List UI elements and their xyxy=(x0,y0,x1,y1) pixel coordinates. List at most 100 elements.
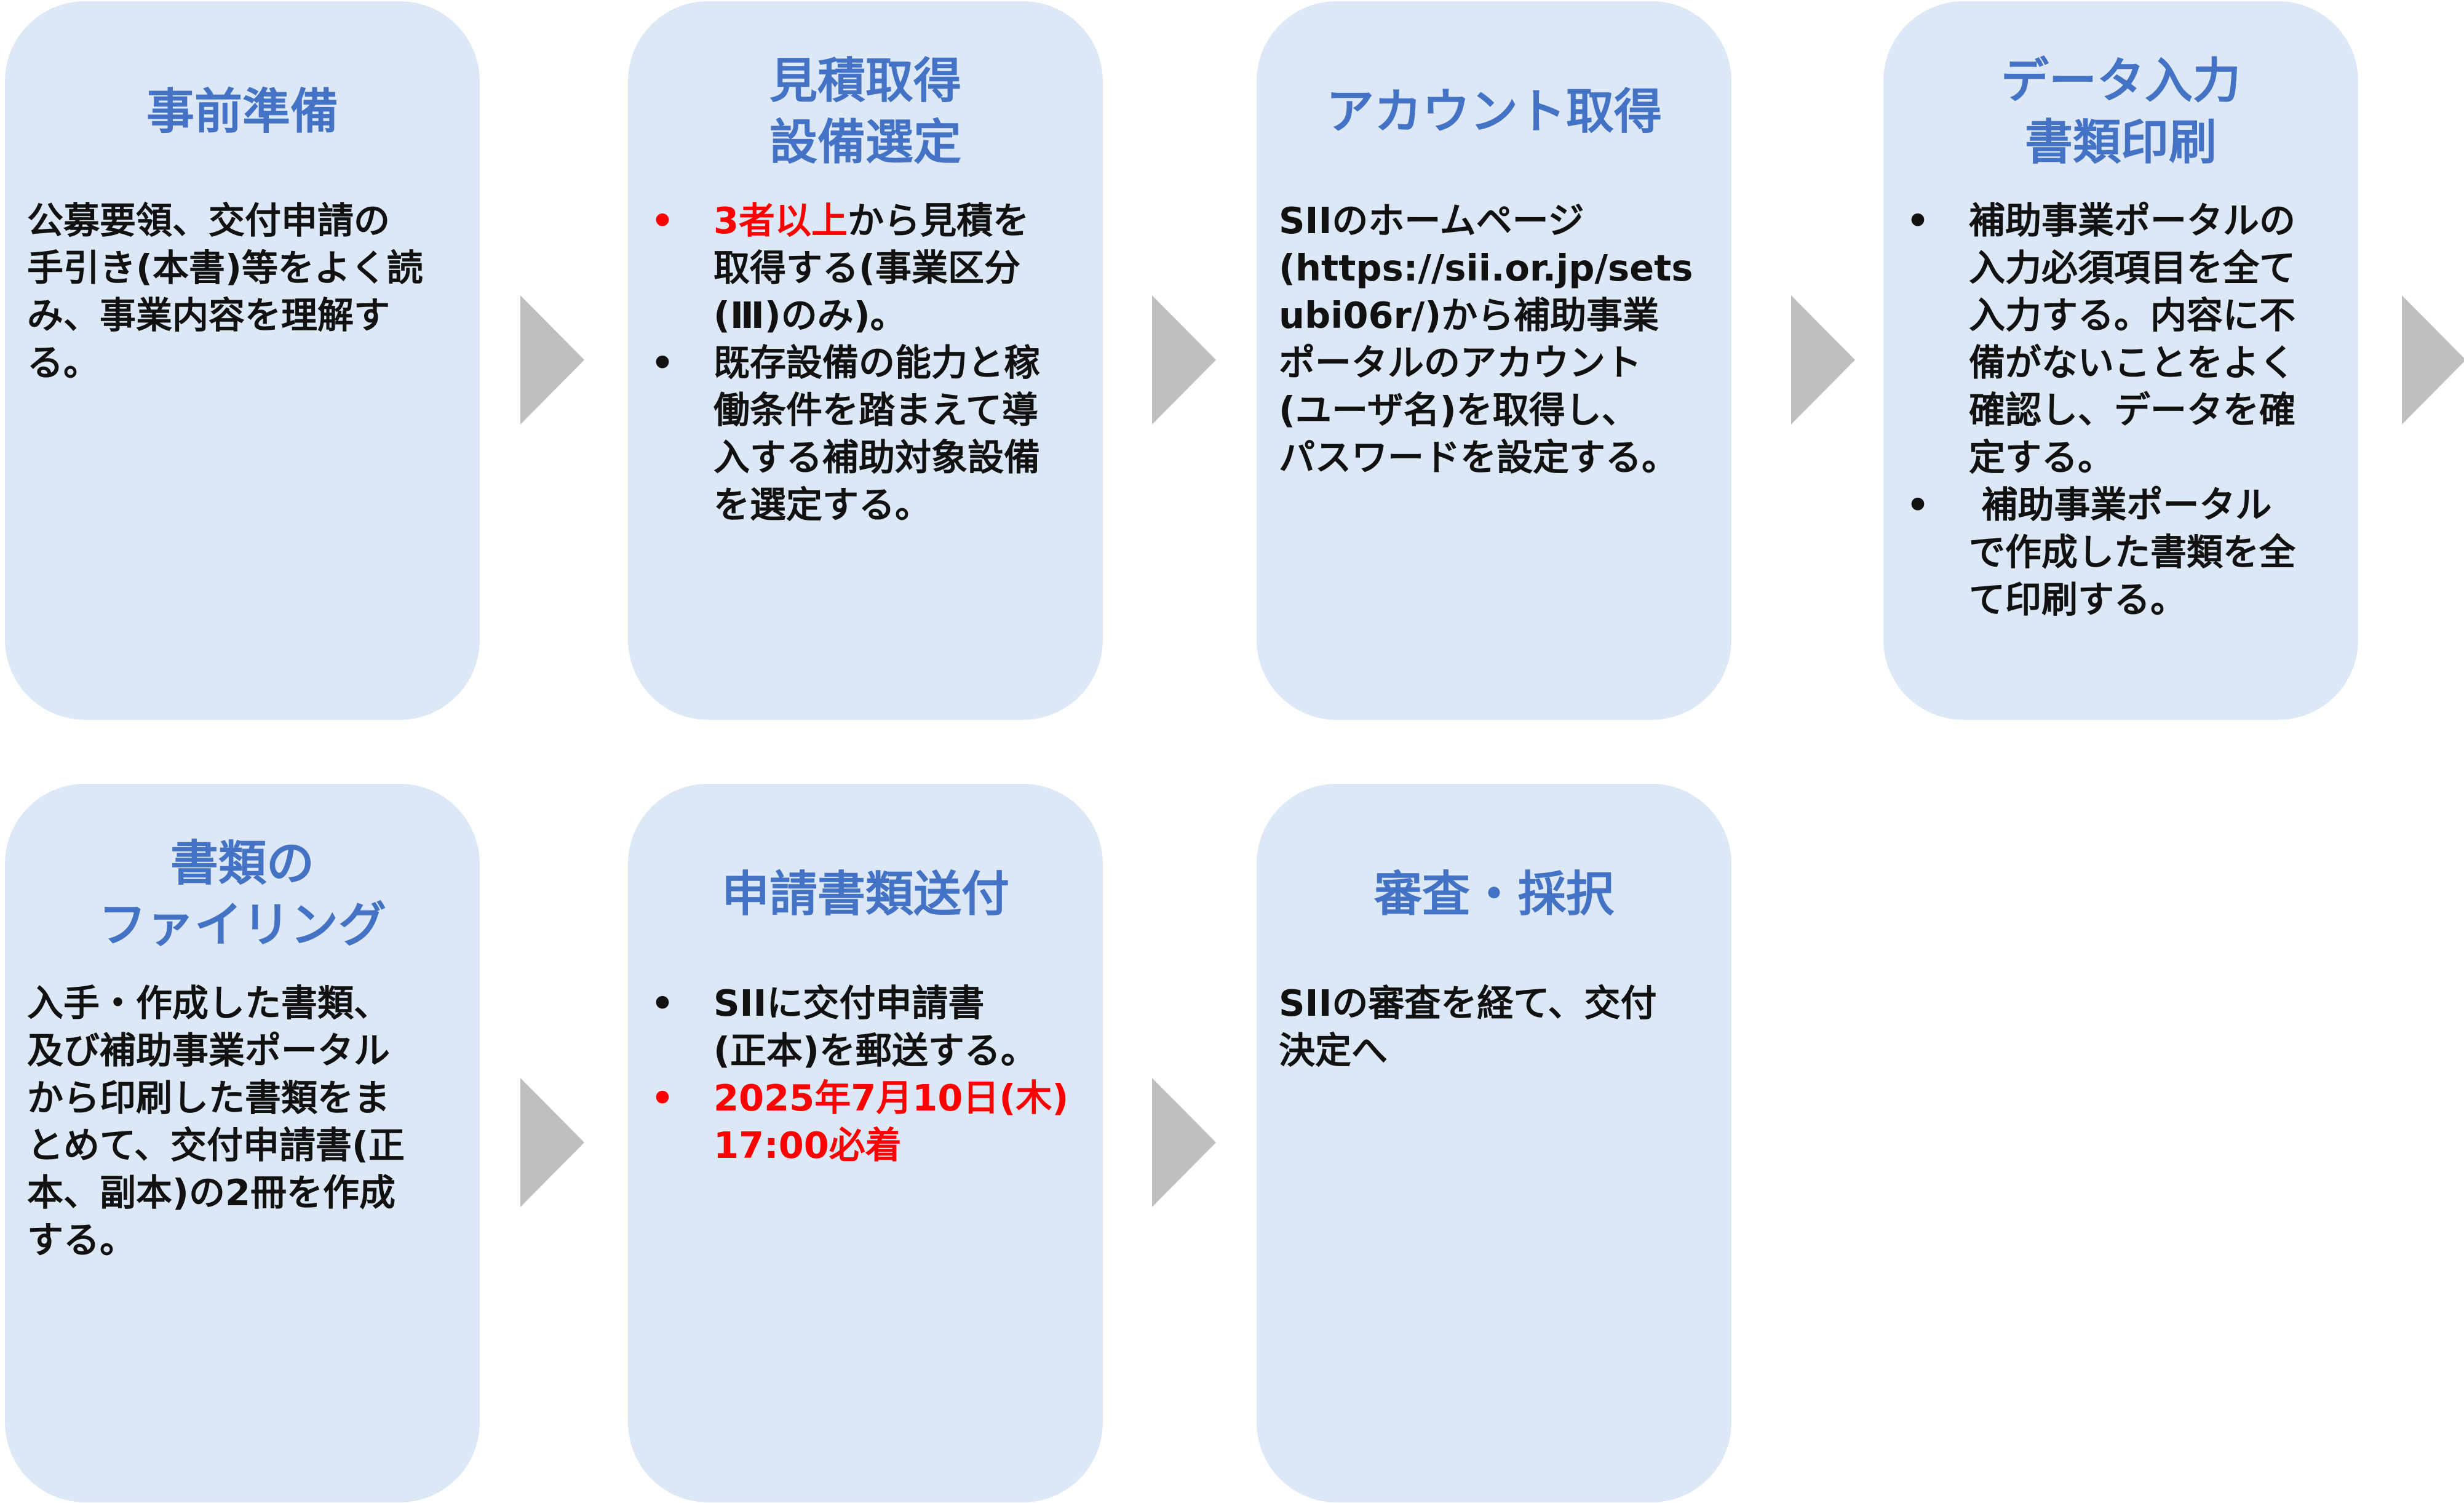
flow-arrow-icon xyxy=(2402,295,2464,425)
bullet-text-line: 入力必須項目を全て xyxy=(1969,244,2340,292)
bullet-text-line: 入する補助対象設備 xyxy=(713,434,1084,481)
step-title-line: 見積取得 xyxy=(769,54,961,109)
bullet-mark: • xyxy=(1906,199,1929,242)
bullet-text: 取得する(事業区分 xyxy=(713,247,1020,289)
bullet-text-line: 入力する。内容に不 xyxy=(1969,292,2340,339)
step-title: アカウント取得 xyxy=(1257,1,1731,223)
bullet-text: 17:00必着 xyxy=(713,1124,902,1166)
bullet-mark: • xyxy=(651,199,674,242)
step-title-line: アカウント取得 xyxy=(1325,84,1662,140)
bullet-text: 定する。 xyxy=(1969,436,2115,479)
bullet-text-line: 補助事業ポータル xyxy=(1969,481,2340,528)
step-card-7: 審査・採択 SIIの審査を経て、交付決定へ xyxy=(1257,784,1731,1502)
step-title-line: 事前準備 xyxy=(146,84,338,140)
flow-arrow-icon xyxy=(1152,1078,1216,1207)
bullet-text-line: 定する。 xyxy=(1969,434,2340,481)
step-bullet-item: •2025年7月10日(木)17:00必着 xyxy=(650,1074,1084,1169)
step-title-line: データ入力 xyxy=(2000,54,2241,109)
bullet-text: 2025年7月10日(木) xyxy=(713,1077,1069,1119)
bullet-text-line: SIIに交付申請書 xyxy=(713,979,1084,1027)
bullet-text-line: 3者以上から見積を xyxy=(713,197,1084,244)
step-title: 見積取得設備選定 xyxy=(628,1,1103,223)
step-paragraph: 入手・作成した書類、及び補助事業ポータルから印刷した書類をまとめて、交付申請書(… xyxy=(27,979,461,1264)
flow-arrow-icon xyxy=(1152,295,1216,425)
step-text-line: SIIの審査を経て、交付 xyxy=(1279,982,1657,1024)
step-title: 事前準備 xyxy=(5,1,480,223)
step-text-line: 及び補助事業ポータル xyxy=(27,1029,391,1072)
flow-arrow-icon xyxy=(520,1078,584,1207)
bullet-text: (正本)を郵送する。 xyxy=(713,1029,1037,1072)
bullet-text-line: 既存設備の能力と稼 xyxy=(713,339,1084,386)
bullet-mark: • xyxy=(651,341,674,384)
step-text-line: パスワードを設定する。 xyxy=(1279,436,1679,479)
bullet-text-line: 働条件を踏まえて導 xyxy=(713,386,1084,434)
bullet-text: 入力する。内容に不 xyxy=(1969,294,2296,337)
step-text-line: 公募要領、交付申請の xyxy=(27,199,391,242)
step-text-line: とめて、交付申請書(正 xyxy=(27,1124,405,1166)
step-description: • 補助事業ポータルの入力必須項目を全て入力する。内容に不備がないことをよく確認し… xyxy=(1906,197,2340,623)
step-text-line: SIIのホームページ xyxy=(1279,199,1584,242)
bullet-mark: • xyxy=(651,982,674,1024)
step-card-4: データ入力書類印刷 • 補助事業ポータルの入力必須項目を全て入力する。内容に不備がな… xyxy=(1883,1,2358,720)
step-text-line: 決定へ xyxy=(1279,1029,1388,1072)
step-description: 公募要領、交付申請の手引き(本書)等をよく読み、事業内容を理解する。 xyxy=(27,197,461,386)
flow-arrow-icon xyxy=(1791,295,1855,425)
step-text-line: 本、副本)の2冊を作成 xyxy=(27,1171,396,1214)
bullet-text-line: 確認し、データを確 xyxy=(1969,386,2340,434)
step-title-line: 審査・採択 xyxy=(1373,867,1614,922)
step-text-line: する。 xyxy=(27,1219,137,1261)
step-bullet-item: • 既存設備の能力と稼働条件を踏まえて導入する補助対象設備を選定する。 xyxy=(650,339,1084,528)
bullet-text: 入力必須項目を全て xyxy=(1969,247,2296,289)
step-card-3: アカウント取得 SIIのホームページ (https://sii.or.jp/sets… xyxy=(1257,1,1731,720)
step-bullet-list: • SIIに交付申請書 (正本)を郵送する。• 2025年7月10日(木) 17:00必… xyxy=(650,979,1084,1169)
step-title-line: 設備選定 xyxy=(769,115,961,170)
step-description: SIIのホームページ (https://sii.or.jp/sets ubi06r/… xyxy=(1279,197,1713,481)
bullet-text: 確認し、データを確 xyxy=(1969,389,2296,431)
step-paragraph: 公募要領、交付申請の手引き(本書)等をよく読み、事業内容を理解する。 xyxy=(27,197,461,386)
step-title: 審査・採択 xyxy=(1257,784,1731,1005)
step-text-line: (ユーザ名)を取得し、 xyxy=(1279,389,1638,431)
step-description: 入手・作成した書類、及び補助事業ポータルから印刷した書類をまとめて、交付申請書(… xyxy=(27,979,461,1264)
bullet-text: SIIに交付申請書 xyxy=(713,982,985,1024)
bullet-text: (Ⅲ)のみ)。 xyxy=(713,294,907,337)
bullet-text-line: 補助事業ポータルの xyxy=(1969,197,2340,244)
step-text-line: (https://sii.or.jp/sets xyxy=(1279,247,1693,289)
bullet-text-line: 取得する(事業区分 xyxy=(713,244,1084,292)
step-card-6: 申請書類送付 • SIIに交付申請書 (正本)を郵送する。• 2025年7月10日(木)… xyxy=(628,784,1103,1502)
bullet-text: て印刷する。 xyxy=(1969,578,2187,621)
step-title-line: 申請書類送付 xyxy=(721,867,1009,922)
bullet-mark: • xyxy=(1906,484,1929,526)
step-description: •3者以上から見積を取得する(事業区分(Ⅲ)のみ)。•既存設備の能力と稼働条件を… xyxy=(650,197,1084,528)
step-text-line: ubi06r/)から補助事業 xyxy=(1279,294,1659,337)
step-text-line: る。 xyxy=(27,341,100,384)
step-text-line: から印刷した書類をま xyxy=(27,1077,391,1119)
bullet-text: 補助事業ポータル xyxy=(1969,484,2272,526)
bullet-text: 備がないことをよく xyxy=(1969,341,2296,384)
bullet-text: 入する補助対象設備 xyxy=(713,436,1041,479)
bullet-text: を選定する。 xyxy=(713,484,932,526)
bullet-text: から見積を xyxy=(848,199,1030,242)
bullet-text-line: (正本)を郵送する。 xyxy=(713,1027,1084,1074)
step-paragraph: SIIのホームページ (https://sii.or.jp/sets ubi06r/… xyxy=(1279,197,1713,481)
bullet-text: 働条件を踏まえて導 xyxy=(713,389,1039,431)
step-title: 書類のファイリング xyxy=(5,784,480,1005)
bullet-text-line: 2025年7月10日(木) xyxy=(713,1074,1084,1122)
step-text-line: み、事業内容を理解す xyxy=(27,294,391,337)
bullet-text: 補助事業ポータルの xyxy=(1969,199,2296,242)
bullet-text: 既存設備の能力と稼 xyxy=(713,341,1041,384)
step-bullet-item: • SIIに交付申請書 (正本)を郵送する。 xyxy=(650,979,1084,1074)
highlight-text: 3者以上 xyxy=(713,199,848,242)
step-text-line: 手引き(本書)等をよく読 xyxy=(27,247,423,289)
step-title-line: ファイリング xyxy=(98,898,386,953)
bullet-text-line: で作成した書類を全 xyxy=(1969,528,2340,576)
step-text-line: ポータルのアカウント xyxy=(1279,341,1642,384)
step-bullet-list: •3者以上から見積を取得する(事業区分(Ⅲ)のみ)。•既存設備の能力と稼働条件を… xyxy=(650,197,1084,528)
bullet-text-line: て印刷する。 xyxy=(1969,576,2340,623)
step-title-line: 書類印刷 xyxy=(2024,115,2217,170)
step-paragraph: SIIの審査を経て、交付決定へ xyxy=(1279,979,1713,1074)
step-description: SIIの審査を経て、交付決定へ xyxy=(1279,979,1713,1074)
step-text-line: 入手・作成した書類、 xyxy=(27,982,391,1024)
step-title: 申請書類送付 xyxy=(628,784,1103,1005)
step-bullet-item: • 補助事業ポータルで作成した書類を全て印刷する。 xyxy=(1906,481,2340,623)
step-card-1: 事前準備公募要領、交付申請の手引き(本書)等をよく読み、事業内容を理解する。 xyxy=(5,1,480,720)
